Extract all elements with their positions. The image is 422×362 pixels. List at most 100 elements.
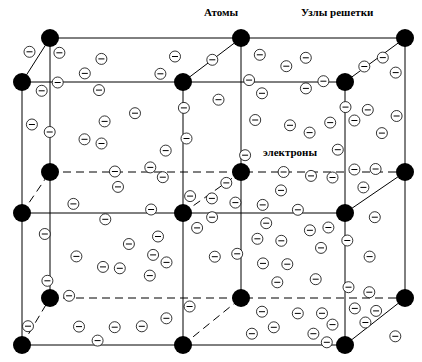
electron (304, 127, 315, 138)
electron (342, 235, 353, 246)
atom (232, 29, 250, 47)
electron (170, 51, 181, 62)
electron (68, 198, 79, 209)
electron (306, 170, 317, 181)
electron (300, 83, 311, 94)
electron (153, 231, 164, 242)
electron (178, 102, 189, 113)
electron (257, 306, 268, 317)
electron (285, 120, 296, 131)
electron (100, 214, 111, 225)
lattice-line (183, 298, 241, 345)
electron (209, 251, 220, 262)
electron (362, 104, 373, 115)
electron (148, 249, 159, 260)
electron (92, 335, 103, 346)
electron (360, 317, 371, 328)
electron (390, 67, 401, 78)
electron (349, 164, 360, 175)
electron (157, 172, 168, 183)
electron (327, 172, 338, 183)
electron (364, 287, 375, 298)
electron (244, 75, 255, 86)
atom (336, 73, 354, 91)
electron (377, 52, 388, 63)
electron (276, 235, 287, 246)
electron (52, 77, 63, 88)
lattice-line (345, 38, 405, 82)
atom (174, 336, 192, 354)
electron (36, 85, 47, 96)
lattice-lines (22, 38, 405, 345)
electrons (23, 46, 403, 348)
electron (261, 218, 272, 229)
atom (396, 289, 414, 307)
electron (359, 61, 370, 72)
electron (318, 76, 329, 87)
electron (42, 275, 53, 286)
electron (113, 181, 124, 192)
electron (54, 47, 65, 58)
electron (79, 134, 90, 145)
atom (13, 336, 31, 354)
electron (207, 212, 218, 223)
electron (130, 108, 141, 119)
electron (161, 257, 172, 268)
label: электроны (262, 146, 318, 159)
electron (246, 328, 257, 339)
electron (24, 46, 35, 57)
label: Узлы решетки (300, 6, 374, 19)
electron (257, 199, 268, 210)
lattice-line (50, 298, 405, 299)
electron (340, 102, 351, 113)
electron (317, 308, 328, 319)
atom (232, 289, 250, 307)
electron (207, 54, 218, 65)
electron (96, 138, 107, 149)
electron (250, 115, 261, 126)
electron (206, 193, 217, 204)
electron (390, 331, 401, 342)
electron (192, 222, 203, 233)
electron (71, 251, 82, 262)
electron (232, 248, 243, 259)
electron (74, 321, 85, 332)
atom (41, 289, 59, 307)
atom (174, 73, 192, 91)
electron (343, 282, 354, 293)
electron (258, 258, 269, 269)
lattice-line (345, 172, 405, 213)
electron (276, 185, 287, 196)
lattice-line (50, 38, 405, 39)
electron (98, 261, 109, 272)
atom (41, 29, 59, 47)
atom (336, 336, 354, 354)
electron (123, 239, 134, 250)
atom (232, 163, 250, 181)
electron (64, 290, 75, 301)
electron (268, 322, 279, 333)
electron (230, 197, 241, 208)
electron (252, 233, 263, 244)
electron (321, 337, 332, 348)
electron (240, 150, 251, 161)
electron (292, 308, 303, 319)
electron (146, 204, 157, 215)
electron (316, 242, 327, 253)
electron (96, 53, 107, 64)
electron (278, 167, 289, 178)
atoms (13, 29, 414, 354)
electron (254, 49, 265, 60)
atom (41, 163, 59, 181)
electron (332, 144, 343, 155)
electron (364, 251, 375, 262)
electron (39, 229, 50, 240)
electron (292, 204, 303, 215)
electron (184, 301, 195, 312)
electron (257, 88, 268, 99)
lattice-line (183, 172, 241, 213)
electron (358, 182, 369, 193)
atom (336, 204, 354, 222)
atom (396, 29, 414, 47)
